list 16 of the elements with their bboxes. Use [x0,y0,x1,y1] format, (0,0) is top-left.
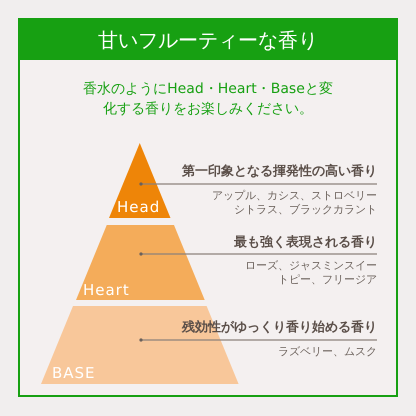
title-banner: 甘いフルーティーな香り [20,20,396,60]
ingredient-list: ローズ、ジャスミンスイートピー、フリージア [242,259,377,287]
tier-heading: 第一印象となる揮発性の高い香り [182,162,377,180]
pyramid-tier [76,225,204,300]
intro-text: 香水のようにHead・Heart・Baseと変化する香りをお楽しみください。 [82,80,334,119]
ingredient-list: アップル、カシス、ストロベリーシトラス、ブラックカラント [210,189,377,217]
leader-line [139,182,377,186]
ingredient-list: ラズベリー、ムスク [245,345,377,359]
tier-label: Heart [82,281,130,299]
leader-line [139,252,377,256]
leader-line [139,338,377,342]
tier-label: BASE [52,364,96,382]
pyramid-tier [109,143,171,218]
tier-heading: 残効性がゆっくり香り始める香り [182,318,377,336]
tier-heading: 最も強く表現される香り [234,233,377,251]
tier-label: Head [117,198,160,216]
